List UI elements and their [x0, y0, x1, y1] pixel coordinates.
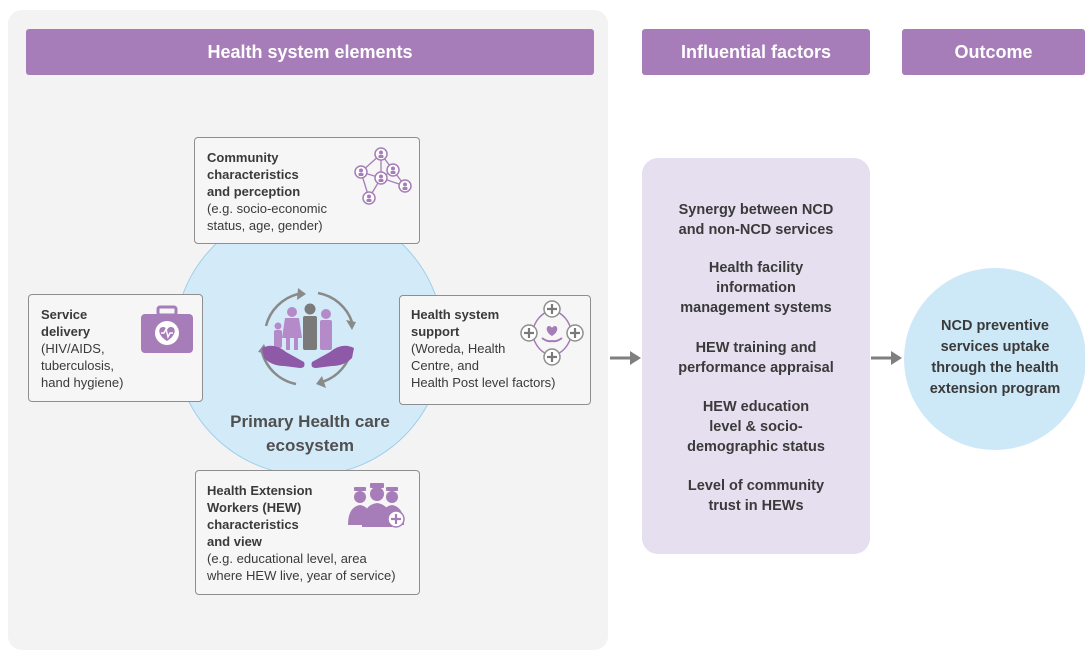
factor-community-trust: Level of community trust in HEWs	[687, 478, 825, 514]
header-influential-factors: Influential factors	[642, 29, 870, 75]
arrow-to-factors	[610, 351, 641, 365]
community-network-icon	[354, 147, 412, 205]
health-system-support-box: Health system support (Woreda, Health Ce…	[399, 295, 591, 405]
support-box-description: (Woreda, Health Centre, and Health Post …	[411, 341, 556, 390]
factor-synergy: Synergy between NCD and non-NCD services	[678, 202, 834, 238]
service-box-title: Service delivery	[41, 307, 91, 339]
factor-hew-education: HEW education level & socio- demographic…	[687, 399, 825, 455]
header-outcome: Outcome	[902, 29, 1085, 75]
support-box-title: Health system support	[411, 307, 500, 339]
arrow-to-outcome	[871, 351, 902, 365]
service-delivery-box: Service delivery (HIV/AIDS, tuberculosis…	[28, 294, 203, 402]
community-characteristics-box: Community characteristics and perception…	[194, 137, 420, 244]
outcome-circle	[904, 268, 1085, 450]
community-box-description: (e.g. socio-economic status, age, gender…	[207, 201, 327, 233]
factor-hew-training: HEW training and performance appraisal	[678, 340, 834, 376]
influential-factors-panel: Synergy between NCD and non-NCD services…	[642, 158, 870, 554]
service-box-description: (HIV/AIDS, tuberculosis, hand hygiene)	[41, 341, 124, 390]
health-support-icon	[520, 300, 584, 366]
ecosystem-title: Primary Health care ecosystem	[230, 412, 390, 455]
header-health-system-elements: Health system elements	[26, 29, 594, 75]
community-box-title: Community characteristics and perception	[207, 150, 301, 199]
health-extension-workers-box: Health Extension Workers (HEW) character…	[195, 470, 420, 595]
hew-box-title: Health Extension Workers (HEW) character…	[207, 483, 313, 549]
health-workers-icon	[348, 483, 405, 528]
medical-kit-icon	[141, 305, 193, 353]
outcome-text: NCD preventive services uptake through t…	[929, 318, 1061, 397]
hew-box-description: (e.g. educational level, area where HEW …	[207, 551, 396, 583]
factor-information-systems: Health facility information management s…	[680, 260, 832, 316]
family-care-cycle-icon	[258, 288, 356, 388]
